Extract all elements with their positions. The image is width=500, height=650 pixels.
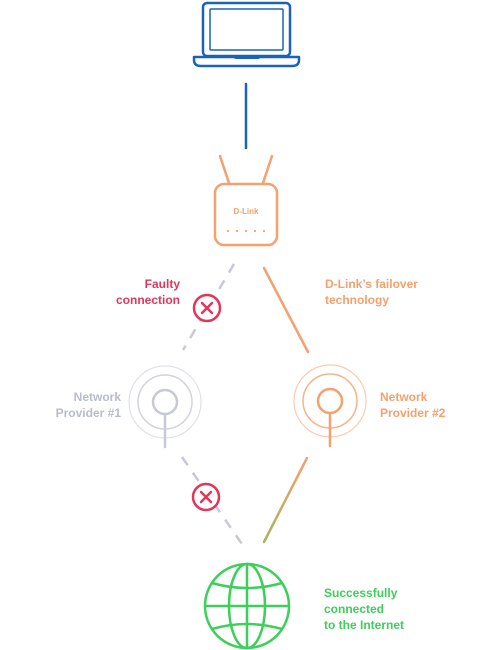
provider2-internet-link [262, 456, 309, 544]
laptop-icon [192, 1, 301, 68]
provider1-tower-icon [128, 365, 202, 449]
provider2-label: Network Provider #2 [380, 390, 446, 420]
x-circle-icon [191, 482, 221, 512]
provider2-tower-icon [293, 364, 367, 448]
router-icon: D-Link [213, 154, 279, 247]
router-leds [226, 229, 266, 233]
router-brand: D-Link [234, 207, 259, 216]
internet-connected-label: Successfully connected to the Internet [324, 586, 404, 632]
router-provider1-link [181, 263, 236, 351]
x-circle-icon [192, 293, 222, 323]
router-provider2-link [262, 266, 310, 354]
failover-technology-label: D-Link’s failover technology [325, 277, 418, 307]
faulty-connection-label: Faulty connection [115, 277, 180, 307]
provider1-label: Network Provider #1 [55, 390, 121, 420]
globe-icon [203, 562, 291, 650]
